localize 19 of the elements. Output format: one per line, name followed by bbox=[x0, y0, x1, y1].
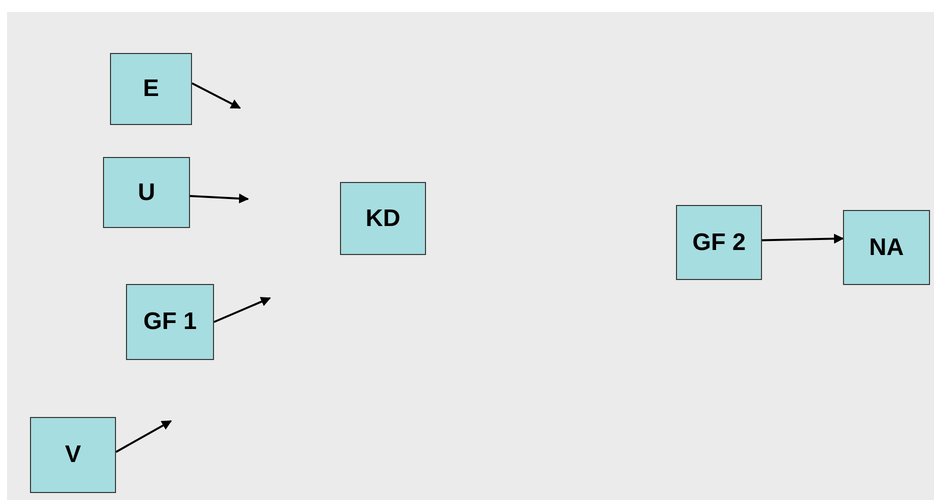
arrow bbox=[116, 420, 172, 453]
node-label: U bbox=[138, 178, 156, 206]
arrow bbox=[192, 82, 241, 109]
node-label: NA bbox=[869, 234, 904, 262]
arrow bbox=[762, 234, 844, 244]
node-label: GF 2 bbox=[692, 228, 746, 256]
node-label: KD bbox=[366, 204, 400, 232]
node-box bbox=[126, 284, 214, 360]
arrow bbox=[190, 194, 249, 204]
arrow bbox=[214, 296, 271, 323]
node-box bbox=[30, 417, 116, 493]
node-box bbox=[110, 53, 192, 125]
node-label: V bbox=[64, 441, 81, 469]
node-box bbox=[843, 210, 930, 285]
node-label: GF 1 bbox=[143, 308, 197, 336]
node-label: E bbox=[142, 75, 159, 103]
node-box bbox=[340, 182, 426, 255]
node-box bbox=[676, 205, 762, 280]
node-box bbox=[103, 157, 190, 228]
